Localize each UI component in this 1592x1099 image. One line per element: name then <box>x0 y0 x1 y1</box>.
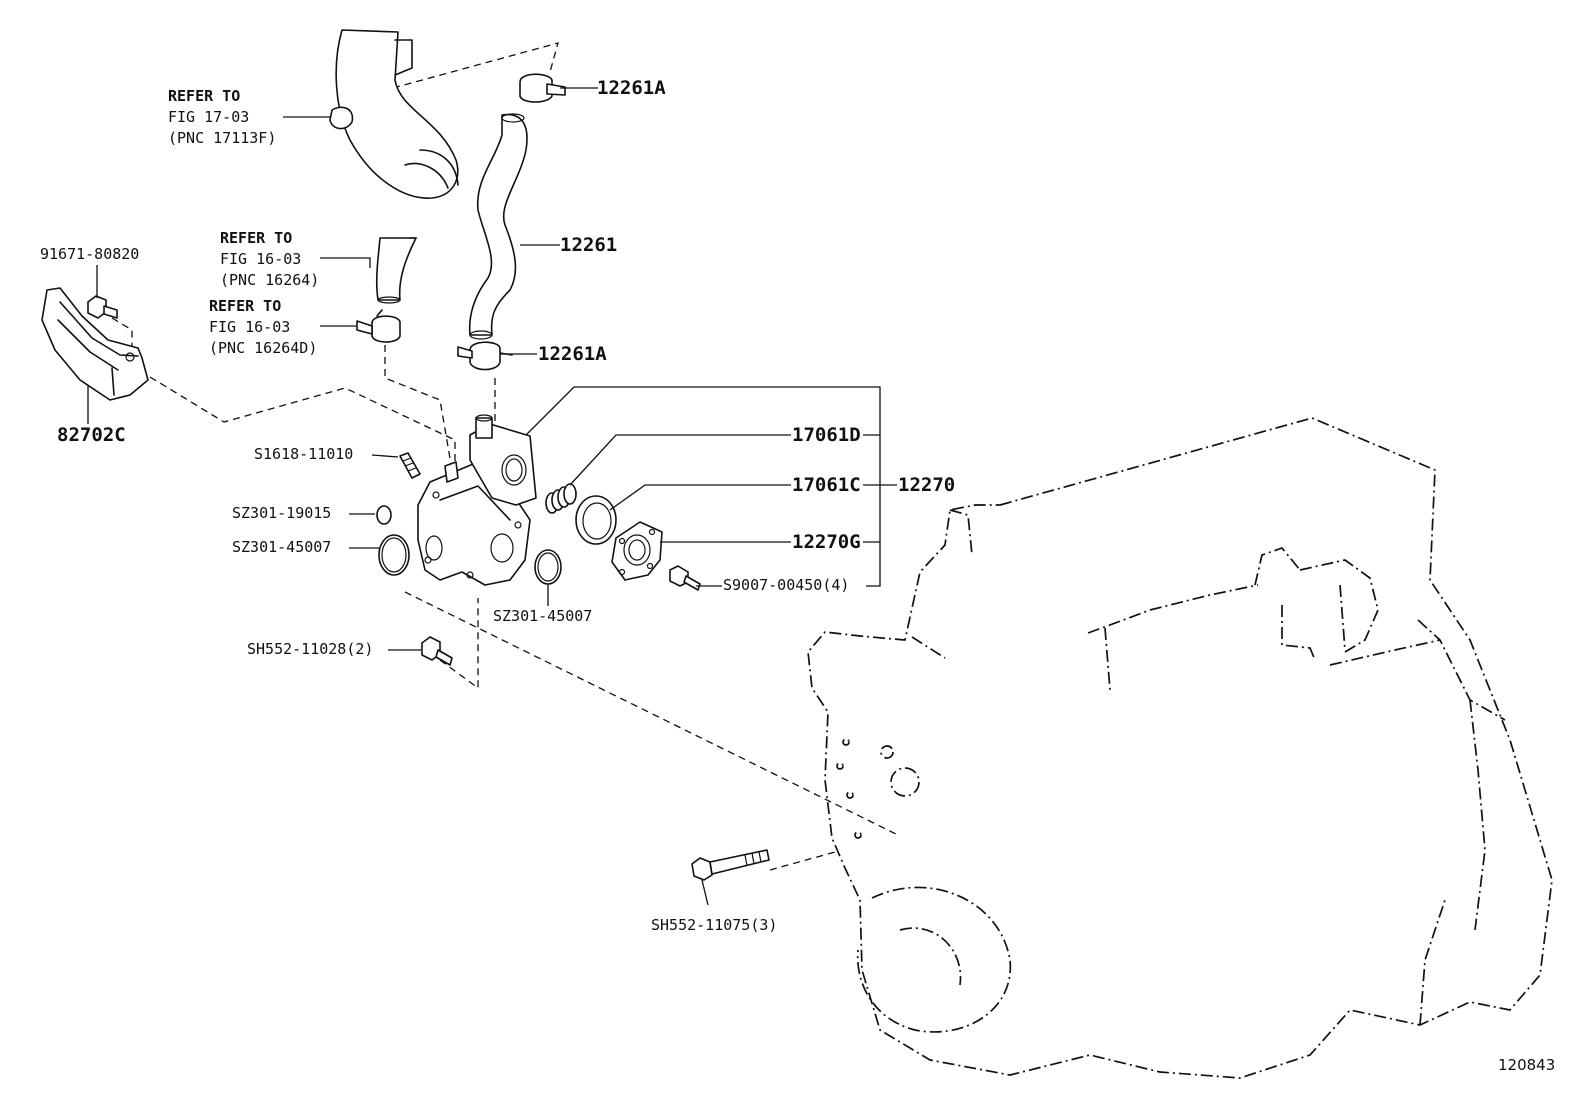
label-bracket: 82702C <box>57 424 126 446</box>
label-stud: S1618-11010 <box>254 445 354 463</box>
housing-bolt <box>421 636 453 666</box>
refer-line: FIG 17-03 <box>168 108 250 126</box>
label-bracket-bolt: 91671-80820 <box>40 245 140 263</box>
bypass-clamp <box>356 309 401 343</box>
label-hose: 12261 <box>560 234 618 256</box>
label-cover: 12270G <box>792 531 861 553</box>
label-clamp-top: 12261A <box>597 77 666 99</box>
engine-block-outline <box>807 417 1553 1079</box>
o-ring-small <box>376 505 392 525</box>
o-ring-large-right <box>534 549 562 585</box>
inlet-elbow-pipe <box>329 29 459 199</box>
refer-line: REFER TO <box>209 297 282 315</box>
o-ring-large-left <box>378 534 410 576</box>
cover-bolt <box>669 565 701 591</box>
refer-note-fig-16-03-a: REFER TO FIG 16-03 (PNC 16264) <box>220 228 319 291</box>
label-o-ring-large-right: SZ301-45007 <box>493 607 593 625</box>
refer-line: REFER TO <box>168 87 241 105</box>
thermostat-cover <box>611 521 663 581</box>
label-o-ring-small: SZ301-19015 <box>232 504 332 522</box>
refer-line: REFER TO <box>220 229 293 247</box>
label-seal-ring: 17061C <box>792 474 861 496</box>
label-assembly: 12270 <box>898 474 956 496</box>
refer-line: (PNC 16264) <box>220 271 320 289</box>
label-engine-bolts: SH552-11075(3) <box>651 916 778 934</box>
label-clamp-bottom: 12261A <box>538 343 607 365</box>
refer-note-fig-16-03-b: REFER TO FIG 16-03 (PNC 16264D) <box>209 296 317 359</box>
refer-line: (PNC 17113F) <box>168 129 277 147</box>
refer-line: (PNC 16264D) <box>209 339 318 357</box>
stud <box>399 452 421 479</box>
hose-clamp-top <box>519 73 566 103</box>
long-engine-bolt <box>691 849 770 881</box>
label-o-ring-large-left: SZ301-45007 <box>232 538 332 556</box>
label-cover-bolts: S9007-00450(4) <box>723 576 850 594</box>
hose-clamp-bottom <box>457 341 513 371</box>
refer-line: FIG 16-03 <box>209 318 291 336</box>
label-spring: 17061D <box>792 424 861 446</box>
leader-lines <box>87 87 897 906</box>
bypass-hose-stub <box>375 237 417 304</box>
label-housing-bolts: SH552-11028(2) <box>247 640 374 658</box>
thermostat-seal-ring <box>575 495 617 545</box>
thermostat-spring <box>545 483 577 514</box>
alignment-lines <box>111 42 901 871</box>
refer-note-fig-17-03: REFER TO FIG 17-03 (PNC 17113F) <box>168 86 276 149</box>
water-outlet-housing <box>417 414 537 586</box>
refer-line: FIG 16-03 <box>220 250 302 268</box>
bracket-bolt <box>87 295 118 319</box>
water-hose <box>468 113 528 340</box>
diagram-id: 120843 <box>1498 1056 1556 1074</box>
bracket-82702c <box>41 287 149 401</box>
